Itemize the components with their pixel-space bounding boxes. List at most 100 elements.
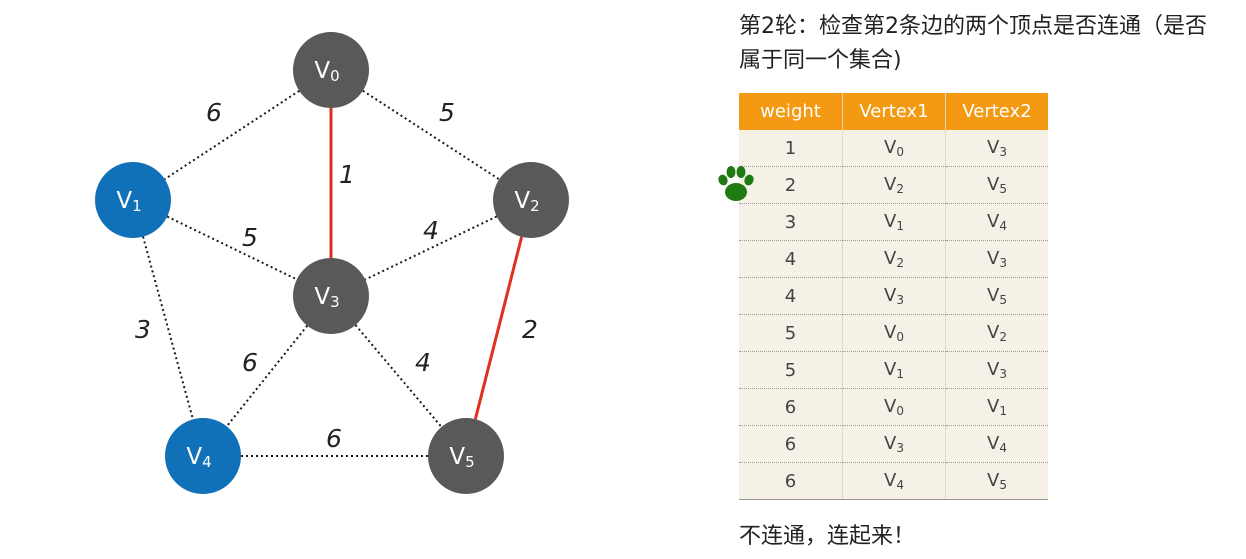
node-label-sub: 4	[202, 453, 212, 471]
vertex-base: V	[987, 137, 1000, 158]
cell-vertex2: V2	[945, 314, 1048, 352]
edge-weight-label: 6	[206, 98, 222, 127]
vertex-sub: 4	[999, 441, 1007, 455]
node-circle	[293, 32, 369, 108]
cell-weight: 5	[739, 351, 843, 389]
cell-vertex1: V0	[842, 314, 946, 352]
cell-vertex2: V4	[945, 203, 1048, 241]
header-vertex2: Vertex2	[945, 93, 1048, 130]
vertex-sub: 3	[999, 145, 1007, 159]
node-circle	[165, 418, 241, 494]
node-label-base: V	[116, 188, 132, 214]
vertex-base: V	[884, 322, 897, 343]
node-label-base: V	[314, 284, 330, 310]
cell-vertex2: V5	[945, 277, 1048, 315]
edge-weight-label: 5	[439, 98, 455, 127]
node-circle	[428, 418, 504, 494]
vertex-sub: 0	[896, 404, 904, 418]
vertex-sub: 5	[999, 182, 1007, 196]
cell-weight: 6	[739, 462, 843, 500]
cell-vertex1: V2	[842, 240, 946, 278]
vertex-sub: 4	[896, 478, 904, 492]
edge-weight-label: 1	[339, 160, 355, 189]
node-circle	[493, 162, 569, 238]
cell-weight: 2	[739, 166, 843, 204]
node-label: V1	[116, 188, 141, 215]
node-label-base: V	[449, 444, 465, 470]
vertex-base: V	[884, 248, 897, 269]
vertex-sub: 3	[896, 441, 904, 455]
vertex-base: V	[884, 359, 897, 380]
vertex-base: V	[987, 211, 1000, 232]
vertex-sub: 1	[896, 367, 904, 381]
vertex-sub: 3	[999, 256, 1007, 270]
vertex-sub: 0	[896, 145, 904, 159]
cell-vertex2: V3	[945, 351, 1048, 389]
vertex-base: V	[884, 211, 897, 232]
node-v3: V3	[293, 258, 369, 334]
cell-weight: 6	[739, 425, 843, 463]
vertex-sub: 3	[896, 293, 904, 307]
edge-weight-label: 2	[522, 315, 538, 344]
vertex-base: V	[884, 285, 897, 306]
node-v2: V2	[493, 162, 569, 238]
vertex-sub: 3	[999, 367, 1007, 381]
cell-vertex2: V1	[945, 388, 1048, 426]
cell-weight: 4	[739, 240, 843, 278]
cell-vertex1: V3	[842, 425, 946, 463]
edge-layer	[142, 89, 524, 457]
cell-vertex2: V5	[945, 166, 1048, 204]
edge-weight-label: 4	[415, 348, 431, 377]
node-v0: V0	[293, 32, 369, 108]
vertex-base: V	[987, 433, 1000, 454]
node-label: V5	[449, 444, 474, 471]
vertex-base: V	[987, 174, 1000, 195]
vertex-sub: 2	[896, 256, 904, 270]
node-v4: V4	[165, 418, 241, 494]
cell-weight: 3	[739, 203, 843, 241]
edge-weight-label: 3	[135, 315, 151, 344]
edge-v0-v1	[164, 90, 300, 180]
vertex-base: V	[987, 396, 1000, 417]
edge-weight-label: 4	[423, 216, 439, 245]
cell-vertex1: V0	[842, 130, 946, 167]
vertex-sub: 5	[999, 478, 1007, 492]
vertex-base: V	[987, 285, 1000, 306]
vertex-base: V	[987, 248, 1000, 269]
vertex-sub: 0	[896, 330, 904, 344]
cell-weight: 5	[739, 314, 843, 352]
vertex-base: V	[987, 359, 1000, 380]
vertex-sub: 5	[999, 293, 1007, 307]
node-circle	[95, 162, 171, 238]
node-circle	[293, 258, 369, 334]
edge-v1-v3	[166, 215, 298, 281]
edge-v3-v4	[225, 325, 309, 427]
node-label-sub: 0	[330, 67, 340, 85]
node-label: V2	[514, 188, 539, 215]
step-title: 第2轮：检查第2条边的两个顶点是否连通（是否属于同一个集合)	[739, 14, 1207, 73]
node-label-base: V	[186, 444, 202, 470]
header-weight: weight	[739, 93, 843, 130]
vertex-base: V	[884, 174, 897, 195]
node-label: V3	[314, 284, 339, 311]
node-label-sub: 2	[530, 197, 540, 215]
conclusion-text: 不连通，连起来！	[739, 524, 916, 549]
edge-v2-v3	[364, 215, 498, 281]
edge-v2-v5	[473, 236, 524, 420]
cell-vertex1: V0	[842, 388, 946, 426]
cell-vertex1: V4	[842, 462, 946, 500]
vertex-base: V	[884, 433, 897, 454]
cell-vertex1: V1	[842, 203, 946, 241]
vertex-sub: 2	[999, 330, 1007, 344]
